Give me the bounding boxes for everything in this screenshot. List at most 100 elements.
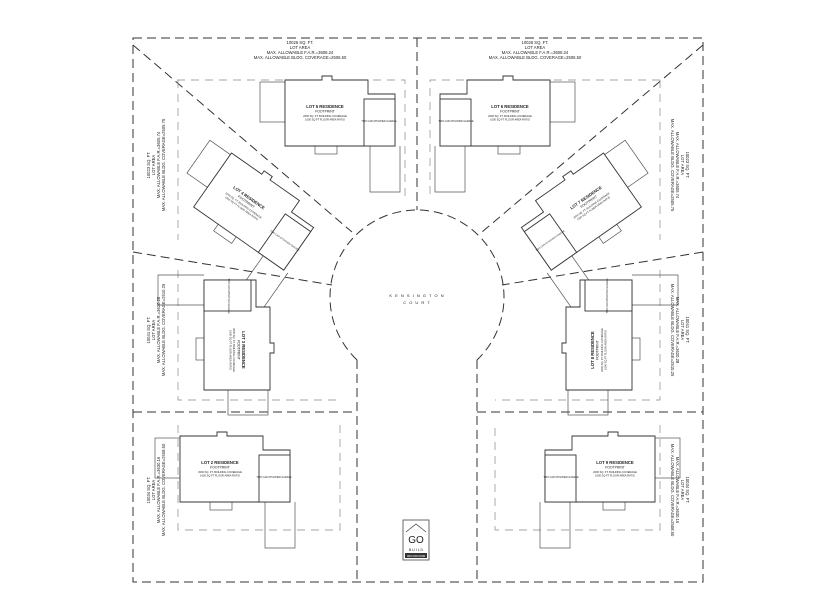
driveway xyxy=(434,144,466,193)
garage-label: TWO CAR ATTACHED GARAGE xyxy=(606,278,609,314)
residence-sub: FOOTPRINT xyxy=(500,110,520,114)
garage-outline xyxy=(203,279,252,312)
lot-note: MAX. ALLOWABLE F.A.R.=3605.74 xyxy=(675,132,680,199)
street-type: C O U R T xyxy=(403,300,431,305)
lot-line-e xyxy=(501,251,704,286)
garage-label: TWO CAR ATTACHED GARAGE xyxy=(438,120,474,123)
lot-note: LOT AREA xyxy=(680,320,685,341)
lot-note: 10023 SQ. FT. xyxy=(146,152,151,179)
lot-note: MAX. ALLOWABLE BLDG. COVERAGE=2505.75 xyxy=(161,118,166,211)
patio xyxy=(227,389,269,416)
residence-line2: 1000 SQ FT FLOOR AREA RATIO xyxy=(229,330,233,370)
lot-note: MAX. ALLOWABLE F.A.R.=3620.28 xyxy=(675,297,680,364)
residence-sub: FOOTPRINT xyxy=(315,110,335,114)
residence-line1: 2000 SQ. FT. BUILDING COVERAGE xyxy=(198,470,242,474)
garage-label: TWO CAR ATTACHED GARAGE xyxy=(543,476,579,479)
cul-de-sac xyxy=(329,209,505,361)
logo-sub: B U I L D xyxy=(409,548,424,552)
garage-label: TWO CAR ATTACHED GARAGE xyxy=(227,278,230,314)
residence-line1: 2000 SQ. FT. BUILDING COVERAGE xyxy=(488,114,532,118)
setback-lot6 xyxy=(429,79,660,200)
garage-outline xyxy=(584,279,633,312)
residence-line2: 1000 SQ FT FLOOR AREA RATIO xyxy=(305,118,345,122)
garage-outline xyxy=(544,454,577,503)
setback-lot9 xyxy=(494,425,661,531)
driveway xyxy=(157,274,206,306)
lot-note: LOT AREA xyxy=(151,480,156,501)
lot-note: MAX. ALLOWABLE BLDG. COVERAGE=2506.50 xyxy=(489,55,582,60)
residence-line2: 1000 SQ FT FLOOR AREA RATIO xyxy=(200,474,240,478)
street-label: K E N S I N G T O N C O U R T xyxy=(389,293,443,305)
lot-note: MAX. ALLOWABLE F.A.R.=3608.24 xyxy=(502,50,569,55)
lot-note: MAX. ALLOWABLE BLDG. COVERAGE=2510.25 xyxy=(161,283,166,376)
footprint-lot9 xyxy=(539,431,681,549)
lot-note: MAX. ALLOWABLE F.A.R.=3630.16 xyxy=(156,456,161,523)
lot-note: 10034 SQ. FT. xyxy=(685,477,690,504)
driveway xyxy=(630,274,679,306)
footprint-lot8 xyxy=(561,274,679,416)
residence-title: LOT 5 RESIDENCE xyxy=(306,104,344,109)
residence-line2: 1000 SQ FT FLOOR AREA RATIO xyxy=(595,474,635,478)
residence-line1: 2000 SQ. FT. BUILDING COVERAGE xyxy=(232,328,236,372)
lot-note: MAX. ALLOWABLE BLDG. COVERAGE=2505.75 xyxy=(670,119,675,212)
patio xyxy=(567,389,609,416)
lot-note: LOT AREA xyxy=(151,155,156,176)
residence-title: LOT 9 RESIDENCE xyxy=(596,460,634,465)
logo-phone: 000.000.0000 xyxy=(407,554,426,558)
garage-outline xyxy=(523,213,578,271)
lot-note: 10041 SQ. FT. xyxy=(146,317,151,344)
garage-outline xyxy=(257,213,312,271)
residence-title: LOT 3 RESIDENCE xyxy=(241,331,246,369)
lot-note: MAX. ALLOWABLE BLDG. COVERAGE=2506.50 xyxy=(254,55,347,60)
property-boundaries xyxy=(132,37,704,583)
lot-note: LOT AREA xyxy=(680,480,685,501)
logo-phone-bar xyxy=(405,553,427,558)
garage-outline xyxy=(258,454,291,503)
residence-line2: 1000 SQ FT FLOOR AREA RATIO xyxy=(604,330,608,370)
setback-lines xyxy=(177,79,661,531)
setback-lot5 xyxy=(177,79,406,200)
residence-title: LOT 6 RESIDENCE xyxy=(491,104,529,109)
footprint-lot5 xyxy=(259,75,401,193)
logo-text: GO xyxy=(408,535,424,546)
lot-line-w xyxy=(132,251,333,286)
lot-note: LOT AREA xyxy=(680,155,685,176)
lot-note: MAX. ALLOWABLE BLDG. COVERAGE=2508.50 xyxy=(161,443,166,536)
lot-note: LOT AREA xyxy=(151,320,156,341)
residence-sub: FOOTPRINT xyxy=(605,466,625,470)
setback-lot8 xyxy=(495,270,661,401)
lot-line-nw xyxy=(132,44,353,233)
residence-line1: 2000 SQ. FT. BUILDING COVERAGE xyxy=(600,328,604,372)
lot-note: 10023 SQ. FT. xyxy=(685,152,690,179)
residence-line1: 2000 SQ. FT. BUILDING COVERAGE xyxy=(303,114,347,118)
residence-sub: FOOTPRINT xyxy=(210,466,230,470)
lot-line-ne xyxy=(481,44,704,233)
footprint-lot4 xyxy=(186,139,315,312)
lot-note: LOT AREA xyxy=(525,45,546,50)
lot-note: MAX. ALLOWABLE F.A.R.=3608.24 xyxy=(267,50,334,55)
footprint-lot6 xyxy=(434,75,576,193)
footprint-lot7 xyxy=(520,139,649,312)
setback-lot2 xyxy=(177,425,341,531)
driveway xyxy=(264,500,296,549)
lot-note: 10026 SQ. FT. xyxy=(287,40,314,45)
residence-line2: 1000 SQ FT FLOOR AREA RATIO xyxy=(490,118,530,122)
